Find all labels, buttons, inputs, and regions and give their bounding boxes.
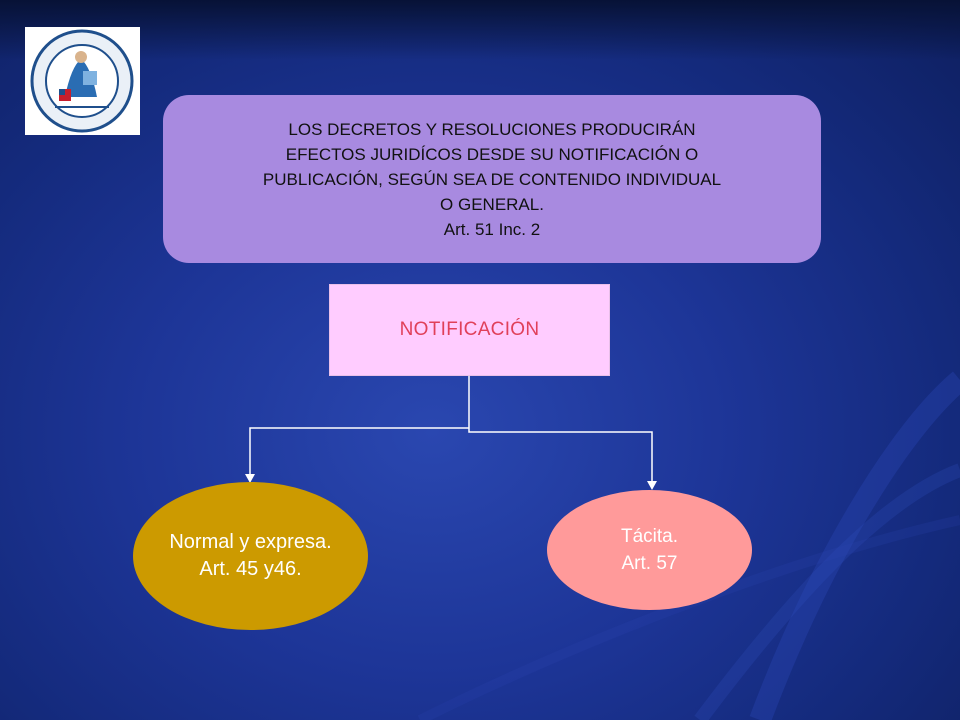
notificacion-box: NOTIFICACIÓN xyxy=(329,284,610,376)
decree-text-line-1: LOS DECRETOS Y RESOLUCIONES PRODUCIRÁN xyxy=(288,119,696,139)
normal-expresa-oval: Normal y expresa. Art. 45 y46. xyxy=(133,482,368,630)
tacita-article: Art. 57 xyxy=(621,553,678,574)
decree-text-line-2: EFECTOS JURIDÍCOS DESDE SU NOTIFICACIÓN … xyxy=(285,144,699,164)
decree-text-line-4: O GENERAL. xyxy=(440,194,544,214)
seal-image xyxy=(30,29,134,133)
notificacion-label: NOTIFICACIÓN xyxy=(399,319,540,340)
tacita-label: Tácita. xyxy=(620,526,679,547)
arrowhead-right xyxy=(647,481,657,490)
arrowhead-left xyxy=(245,474,255,483)
contraloria-logo xyxy=(25,27,140,135)
normal-expresa-label: Normal y expresa. xyxy=(169,531,332,553)
normal-expresa-article: Art. 45 y46. xyxy=(199,558,302,580)
decree-article-ref: Art. 51 Inc. 2 xyxy=(443,219,541,239)
decree-effects-box: LOS DECRETOS Y RESOLUCIONES PRODUCIRÁN E… xyxy=(163,95,821,263)
connector-left-branch xyxy=(249,427,469,474)
tacita-oval: Tácita. Art. 57 xyxy=(547,490,752,610)
background-top-band xyxy=(0,0,960,60)
decree-text-line-3: PUBLICACIÓN, SEGÚN SEA DE CONTENIDO INDI… xyxy=(262,169,722,189)
connector-right-branch xyxy=(468,428,653,481)
